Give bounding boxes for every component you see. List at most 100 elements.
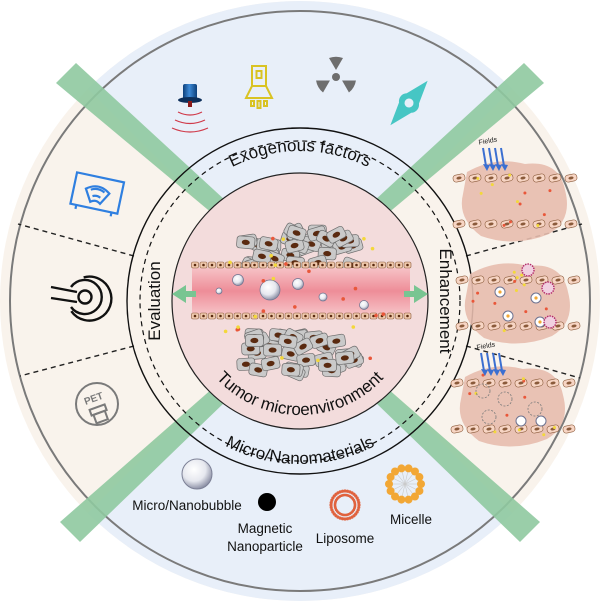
nanocarrier <box>535 415 547 427</box>
vessel-cell <box>519 275 533 285</box>
endothelial-cell <box>284 312 293 320</box>
disrupted-carrier <box>497 391 513 407</box>
micelle-head <box>415 473 424 482</box>
endothelial-cell <box>267 312 276 320</box>
vessel-cell <box>452 219 466 229</box>
drug-particle <box>368 356 373 361</box>
drug-particle <box>521 377 525 381</box>
endothelial-cell <box>310 261 318 269</box>
vessel-bubble <box>318 292 328 302</box>
divider-right-lower <box>465 345 581 379</box>
tumor-cell <box>244 334 264 347</box>
band-top-right <box>374 63 544 214</box>
vessel-bubble <box>259 279 281 301</box>
vessel-cell <box>455 321 469 331</box>
enhancement-panel-fields-disruption: Fields <box>450 341 576 447</box>
band-bottom-left <box>60 388 226 542</box>
vessel-cell <box>466 378 480 388</box>
drug-particle <box>542 213 546 217</box>
drug-particle <box>307 269 311 274</box>
tumor-cell <box>263 343 282 357</box>
vessel-cell <box>564 219 578 229</box>
endothelial-cell <box>242 261 250 269</box>
vessel-cell <box>530 424 544 434</box>
outer-ring <box>9 10 591 592</box>
label-nanoparticle: Nanoparticle <box>227 539 303 554</box>
diagonal-bands <box>56 63 544 542</box>
tumor-cell <box>296 353 316 368</box>
micelle-tail <box>404 471 409 485</box>
endothelial-cell <box>361 312 369 320</box>
vessel-cell <box>487 275 501 285</box>
lipid-head <box>343 517 347 521</box>
endothelial-cell <box>361 261 369 269</box>
drug-particle <box>293 305 297 309</box>
endothelial-cell <box>191 312 199 320</box>
micelle-head <box>417 480 425 488</box>
micelle-tail <box>401 471 406 485</box>
drug-particle <box>512 270 516 274</box>
drug-particle <box>316 358 320 363</box>
micelle-head <box>391 467 400 476</box>
drug-particle <box>351 325 356 329</box>
micelle-head <box>410 492 419 501</box>
vessel-cell <box>455 275 469 285</box>
fields-arrows-icon: Fields <box>476 341 506 376</box>
endothelial-cell <box>344 261 352 269</box>
endothelial-cell <box>378 261 386 269</box>
vessel-cell <box>498 378 512 388</box>
endothelial-cell <box>191 261 199 269</box>
liposome-carrier <box>541 281 555 295</box>
vessel-bubble <box>359 300 369 310</box>
enhancement-panel-fields: Fields <box>452 136 578 242</box>
drug-particle <box>476 176 480 180</box>
endothelial-cell <box>199 312 208 320</box>
drug-particle <box>280 356 284 360</box>
vessel-cell <box>567 321 581 331</box>
vessel-cell <box>466 424 480 434</box>
drug-particle <box>362 236 366 241</box>
tumor-cell <box>278 334 298 349</box>
label-micro-nanobubble: Micro/Nanobubble <box>132 498 242 513</box>
drug-particle <box>513 279 517 283</box>
drug-particle <box>471 299 475 303</box>
drug-particle <box>269 253 273 258</box>
endothelial-cell <box>216 312 225 320</box>
tissue-region <box>461 161 567 242</box>
vessel-cell <box>548 173 562 183</box>
inner-dashed-ring <box>139 140 461 462</box>
endothelial-cell <box>225 312 233 320</box>
vessel-cell <box>516 219 530 229</box>
tumor-cell <box>236 235 256 250</box>
micelle-head <box>385 480 393 488</box>
lipid-head <box>353 501 357 505</box>
drug-particle <box>261 309 266 313</box>
vessel-cell <box>487 321 501 331</box>
drug-particle <box>341 297 345 301</box>
lipid-head <box>329 505 333 510</box>
endothelial-cell <box>310 312 318 320</box>
vessel-cell <box>503 275 517 285</box>
micelle-head <box>391 492 400 501</box>
tissue-region <box>459 366 565 447</box>
vessel-cell <box>503 321 517 331</box>
ring-label-evaluation: Evaluation <box>145 261 164 340</box>
vessel-cell <box>532 219 546 229</box>
drug-particle <box>523 395 527 399</box>
ultrasound-imaging-icon <box>69 171 126 217</box>
drug-particle <box>353 286 358 291</box>
vessel-cell <box>519 321 533 331</box>
drug-particle <box>273 263 278 267</box>
endothelial-cell <box>395 261 403 269</box>
tissue-region <box>464 263 570 344</box>
drug-particle <box>517 428 521 432</box>
drug-particle <box>502 223 506 227</box>
endothelial-cell <box>259 312 267 320</box>
drug-particle <box>476 291 480 295</box>
endothelial-cell <box>259 261 267 269</box>
drug-particle <box>505 413 509 417</box>
drug-particle <box>271 236 275 241</box>
liposome-carrier <box>521 263 535 277</box>
micelle-head <box>404 464 413 473</box>
drug-particle <box>524 310 528 314</box>
